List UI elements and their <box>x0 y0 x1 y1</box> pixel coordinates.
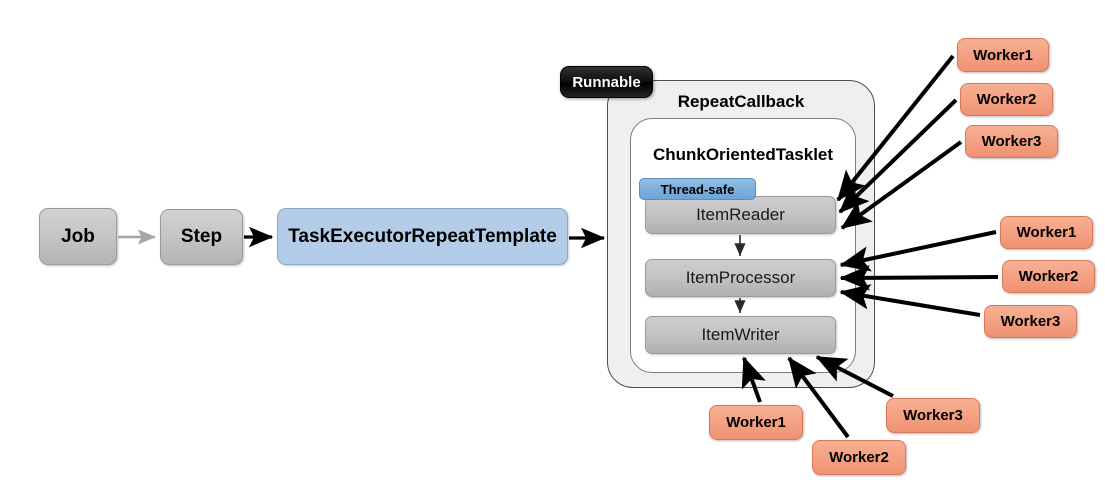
badge-runnable-label: Runnable <box>572 73 641 91</box>
badge-thread-safe: Thread-safe <box>639 178 756 200</box>
worker-reader-3-label: Worker3 <box>981 133 1042 150</box>
badge-runnable: Runnable <box>560 66 653 98</box>
worker-writer-1[interactable]: Worker1 <box>709 405 803 440</box>
container-chunk-oriented-tasklet-title: ChunkOrientedTasklet <box>652 145 834 164</box>
worker-reader-3[interactable]: Worker3 <box>965 125 1058 158</box>
stage-item-writer[interactable]: ItemWriter <box>645 316 836 354</box>
worker-writer-2[interactable]: Worker2 <box>812 440 906 475</box>
node-task-executor-repeat-template[interactable]: TaskExecutorRepeatTemplate <box>277 208 568 265</box>
worker-writer-3-label: Worker3 <box>903 407 963 424</box>
node-step-label: Step <box>180 226 223 247</box>
worker-processor-1[interactable]: Worker1 <box>1000 216 1093 249</box>
worker-processor-2[interactable]: Worker2 <box>1002 260 1095 293</box>
container-repeat-callback-title: RepeatCallback <box>677 92 805 111</box>
stage-item-processor-label: ItemProcessor <box>685 268 796 287</box>
badge-thread-safe-label: Thread-safe <box>660 181 735 197</box>
worker-writer-2-label: Worker2 <box>829 449 889 466</box>
node-step[interactable]: Step <box>160 209 243 265</box>
stage-item-reader[interactable]: ItemReader <box>645 196 836 234</box>
worker-reader-2[interactable]: Worker2 <box>960 83 1053 116</box>
stage-item-reader-label: ItemReader <box>696 205 785 224</box>
worker-writer-1-label: Worker1 <box>726 414 786 431</box>
worker-processor-3[interactable]: Worker3 <box>984 305 1077 338</box>
worker-reader-1-label: Worker1 <box>973 46 1033 64</box>
stage-item-processor[interactable]: ItemProcessor <box>645 259 836 297</box>
stage-item-writer-label: ItemWriter <box>701 325 780 344</box>
worker-processor-3-label: Worker3 <box>1000 313 1061 330</box>
worker-reader-2-label: Worker2 <box>976 91 1037 108</box>
worker-processor-1-label: Worker1 <box>1016 224 1077 241</box>
worker-processor-2-label: Worker2 <box>1018 268 1079 285</box>
node-job[interactable]: Job <box>39 208 117 265</box>
worker-writer-3[interactable]: Worker3 <box>886 398 980 433</box>
node-job-label: Job <box>61 225 95 247</box>
node-template-label: TaskExecutorRepeatTemplate <box>288 225 557 247</box>
worker-reader-1[interactable]: Worker1 <box>957 38 1049 72</box>
